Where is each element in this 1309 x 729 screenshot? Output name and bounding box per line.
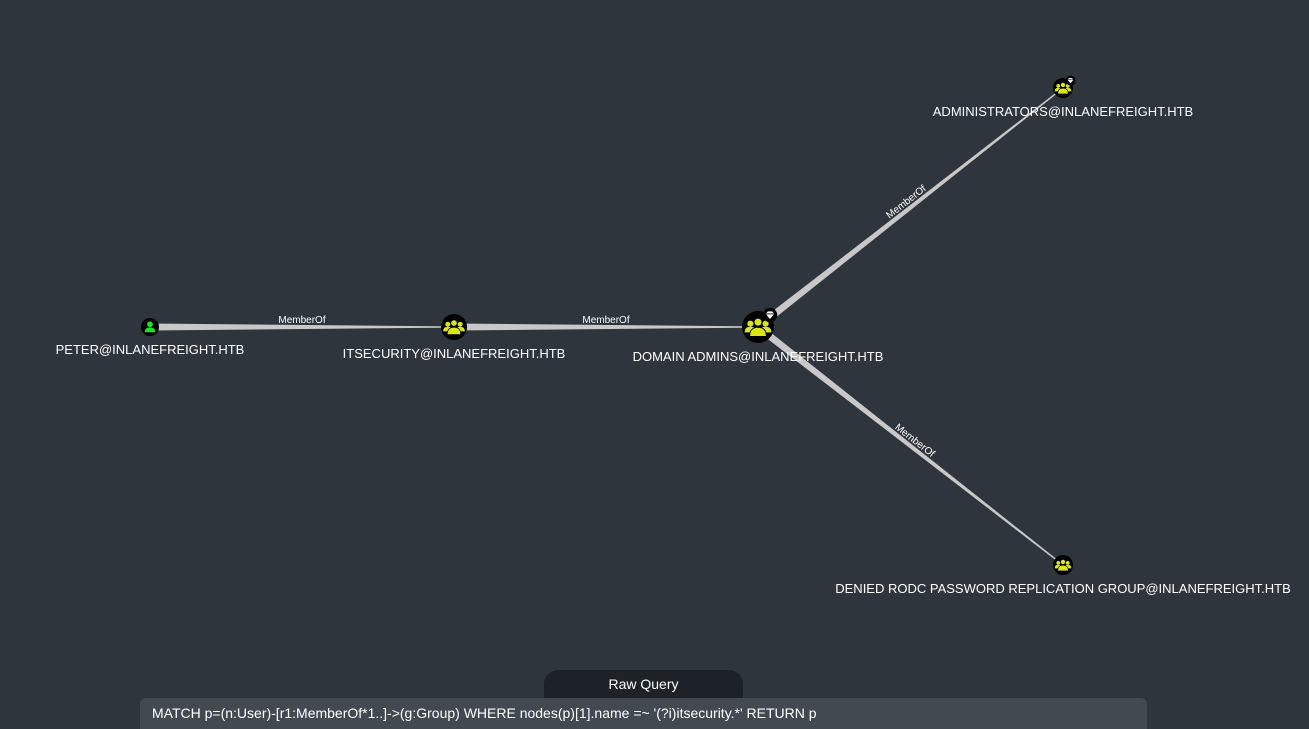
edge-line (150, 323, 454, 331)
edge-memberof[interactable]: MemberOf (454, 315, 758, 331)
edge-label: MemberOf (582, 315, 629, 326)
edge-label: MemberOf (892, 422, 936, 460)
edge-memberof[interactable]: MemberOf (150, 315, 454, 331)
raw-query-tab[interactable]: Raw Query (544, 670, 743, 700)
nodes-layer: PETER@INLANEFREIGHT.HTB ITSECURITY@INLANE… (56, 75, 1291, 596)
node-domainadmins[interactable]: DOMAIN ADMINS@INLANEFREIGHT.HTB (633, 307, 884, 364)
node-label: DENIED RODC PASSWORD REPLICATION GROUP@I… (835, 581, 1291, 596)
group-icon (744, 317, 772, 337)
high-value-gem-icon (762, 307, 778, 323)
group-icon (1054, 559, 1072, 572)
node-peter[interactable]: PETER@INLANEFREIGHT.HTB (56, 318, 245, 357)
edge-memberof[interactable]: MemberOf (755, 87, 1064, 330)
user-icon (144, 321, 156, 333)
node-administrators[interactable]: ADMINISTRATORS@INLANEFREIGHT.HTB (933, 75, 1193, 120)
raw-query-bar (140, 698, 1147, 729)
node-label: ADMINISTRATORS@INLANEFREIGHT.HTB (933, 104, 1193, 119)
edge-line (755, 324, 1064, 566)
edge-label: MemberOf (885, 183, 929, 221)
node-label: DOMAIN ADMINS@INLANEFREIGHT.HTB (633, 349, 884, 364)
edge-line (755, 87, 1064, 330)
high-value-gem-icon (1065, 75, 1076, 86)
node-itsecurity[interactable]: ITSECURITY@INLANEFREIGHT.HTB (343, 314, 566, 361)
node-label: ITSECURITY@INLANEFREIGHT.HTB (343, 346, 566, 361)
node-label: PETER@INLANEFREIGHT.HTB (56, 342, 245, 357)
group-icon (443, 319, 465, 336)
edge-label: MemberOf (278, 315, 325, 326)
group-icon (1054, 82, 1072, 95)
edge-line (454, 323, 758, 331)
raw-query-input[interactable] (152, 698, 1132, 729)
node-deniedrodc[interactable]: DENIED RODC PASSWORD REPLICATION GROUP@I… (835, 555, 1291, 596)
